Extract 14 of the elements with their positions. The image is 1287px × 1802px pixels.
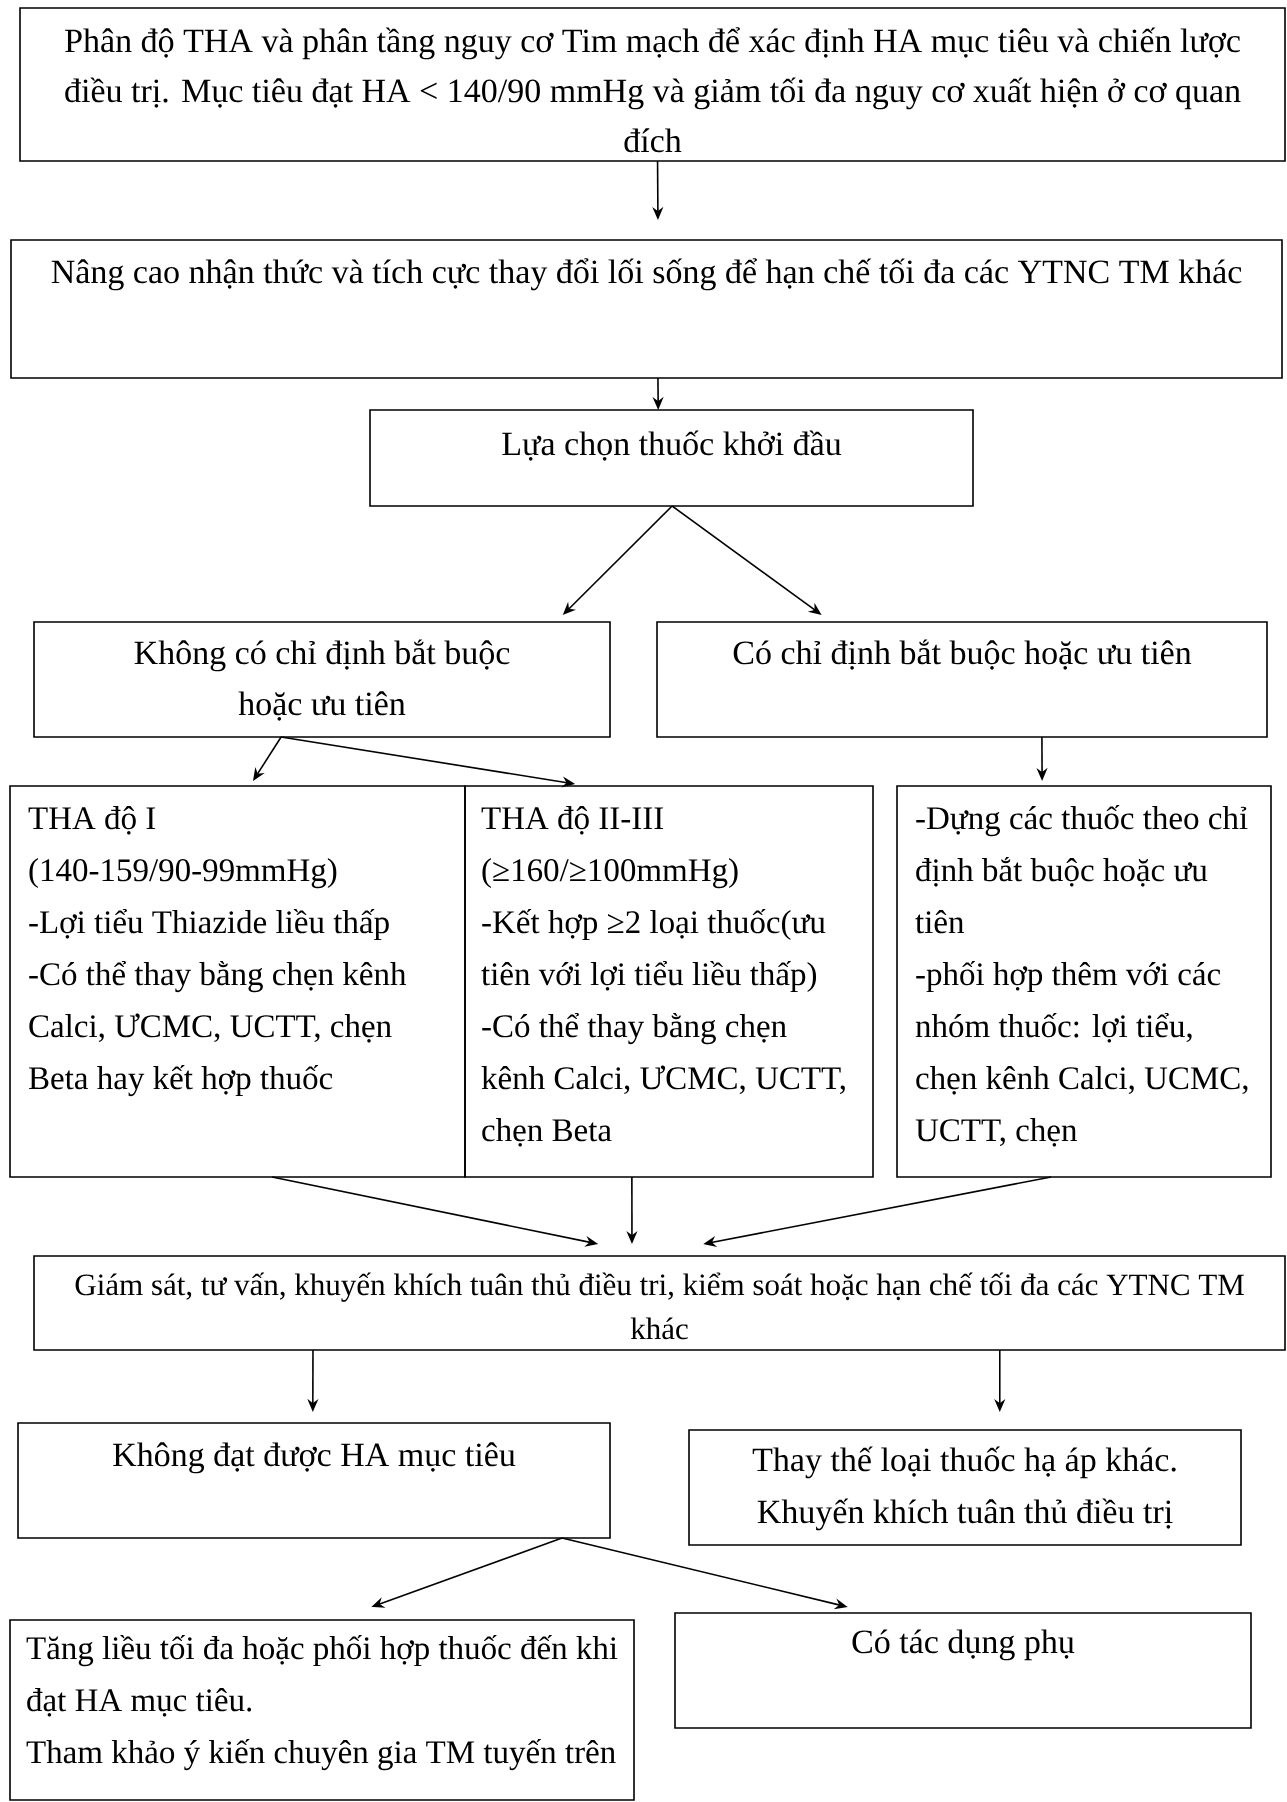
process-box: THA độ I (140-159/90-99mmHg) -Lợi tiểu Thiazide liều thấp -Có thể thay bằng chẹn kênh Calci, ƯCMC, UCTT, chẹn Beta hay kết hợp thuốc bbox=[9, 785, 466, 1178]
process-box: Không có chỉ định bắt buộc hoặc ưu tiên bbox=[33, 621, 611, 738]
process-box: Thay thế loại thuốc hạ áp khác. Khuyến khích tuân thủ điều trị bbox=[688, 1429, 1242, 1546]
process-box: Có chỉ định bắt buộc hoặc ưu tiên bbox=[656, 621, 1268, 738]
process-box: Không đạt được HA mục tiêu bbox=[17, 1422, 611, 1539]
process-box: Lựa chọn thuốc khởi đầu bbox=[369, 409, 974, 507]
arrow bbox=[253, 736, 282, 781]
process-box: Tăng liều tối đa hoặc phối hợp thuốc đến khi đạt HA mục tiêu. Tham khảo ý kiến chuyên gia TM tuyến trên bbox=[9, 1619, 635, 1801]
process-box: THA độ II-III (≥160/≥100mmHg) -Kết hợp ≥2 loại thuốc(ưu tiên với lợi tiểu liều thấp) -Có thể thay bằng chẹn kênh Calci, ƯCMC, UCTT, chẹn Beta bbox=[464, 785, 874, 1178]
process-box: -Dựng các thuốc theo chỉ định bắt buộc hoặc ưu tiên -phối hợp thêm với các nhóm thuốc: lợi tiểu, chẹn kênh Calci, UCMC, UCTT, chẹn bbox=[896, 785, 1272, 1178]
process-box: Có tác dụng phụ bbox=[674, 1612, 1252, 1729]
process-box: Giám sát, tư vấn, khuyến khích tuân thủ điều tri, kiểm soát hoặc hạn chế tối đa các YTNC TM khác bbox=[33, 1255, 1286, 1351]
process-box: Nâng cao nhận thức và tích cực thay đổi lối sống để hạn chế tối đa các YTNC TM khác bbox=[10, 239, 1283, 379]
process-box: Phân độ THA và phân tầng nguy cơ Tim mạch để xác định HA mục tiêu và chiến lược điều trị. Mục tiêu đạt HA < 140/90 mmHg và giảm tối đa nguy cơ xuất hiện ở cơ quan đích bbox=[19, 7, 1286, 162]
